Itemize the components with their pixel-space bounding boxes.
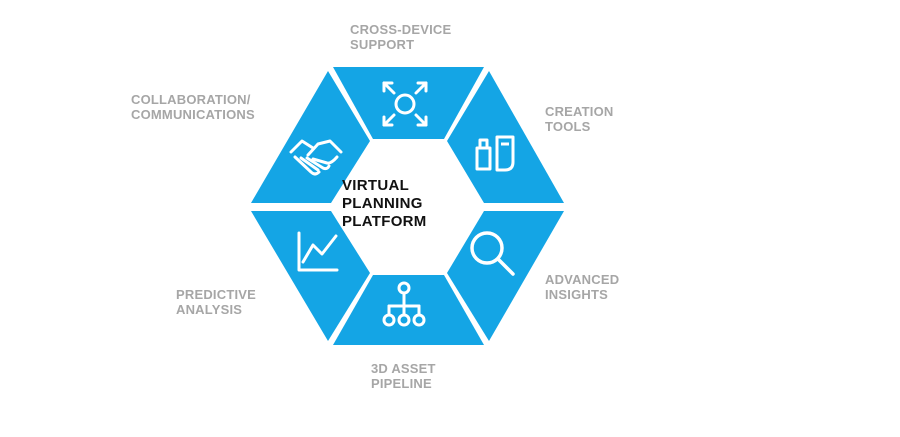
center-title: VIRTUAL PLANNING PLATFORM bbox=[342, 177, 472, 231]
label-line: COLLABORATION/ bbox=[131, 92, 251, 107]
label-line: INSIGHTS bbox=[545, 287, 608, 302]
label-line: PIPELINE bbox=[371, 376, 432, 391]
segment-advanced-insights bbox=[447, 211, 564, 341]
label-line: PREDICTIVE bbox=[176, 287, 257, 302]
label-creation-tools: CREATION TOOLS bbox=[545, 104, 614, 134]
center-title-line: PLANNING bbox=[342, 195, 423, 212]
label-3d-asset-pipeline: 3D ASSET PIPELINE bbox=[371, 361, 436, 391]
label-line: ANALYSIS bbox=[176, 302, 243, 317]
center-title-line: VIRTUAL bbox=[342, 177, 410, 194]
label-predictive-analysis: PREDICTIVE ANALYSIS bbox=[176, 287, 256, 317]
label-cross-device-support: CROSS-DEVICE SUPPORT bbox=[350, 22, 451, 52]
label-line: CROSS-DEVICE bbox=[350, 22, 452, 37]
label-line: 3D ASSET bbox=[371, 361, 436, 376]
segment-collaboration bbox=[251, 71, 370, 203]
center-title-line: PLATFORM bbox=[342, 213, 427, 230]
label-line: COMMUNICATIONS bbox=[131, 107, 255, 122]
cosmetic-products-icon bbox=[475, 135, 515, 172]
line-chart-icon bbox=[297, 231, 339, 272]
label-advanced-insights: ADVANCED INSIGHTS bbox=[545, 272, 619, 302]
segment-predictive-analysis bbox=[251, 211, 370, 341]
label-line: CREATION bbox=[545, 104, 614, 119]
handshake-icon bbox=[289, 139, 343, 176]
hierarchy-tree-icon bbox=[382, 281, 426, 327]
magnifier-icon bbox=[470, 231, 515, 276]
label-line: TOOLS bbox=[545, 119, 591, 134]
label-collaboration-communications: COLLABORATION/ COMMUNICATIONS bbox=[131, 92, 255, 122]
label-line: ADVANCED bbox=[545, 272, 620, 287]
segment-cross-device bbox=[333, 67, 484, 139]
label-line: SUPPORT bbox=[350, 37, 415, 52]
arrows-expand-gear-icon bbox=[382, 81, 428, 127]
segment-3d-asset-pipeline bbox=[333, 275, 484, 345]
